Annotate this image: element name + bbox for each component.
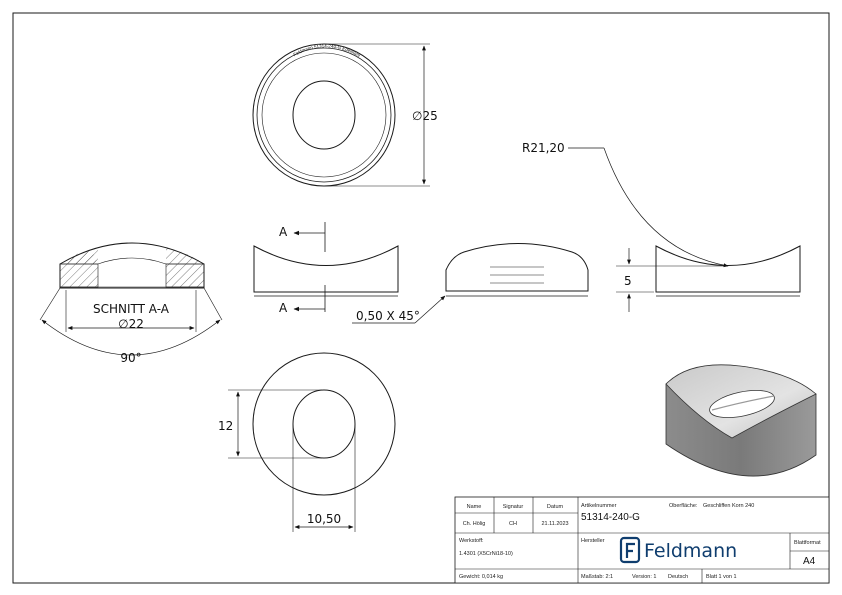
side-view: 0,50 X 45° [352,243,589,324]
bottom-view: 12 10,50 [218,352,396,532]
scale: Maßstab: 2:1 [581,574,613,580]
sheet-border [12,12,830,584]
language: Deutsch [668,574,688,580]
name-header: Name [467,504,482,510]
engraving-text: Feldmann 51314-240-G Edelstahl [292,43,361,58]
surface-label: Oberfläche: [669,503,698,509]
date-header: Datum [547,504,564,510]
height-label: 5 [624,274,632,288]
section-view: SCHNITT A-A ∅22 90° [39,242,223,365]
diameter-section-label: ∅22 [118,317,144,331]
name-value: Ch. Hölig [463,521,486,527]
front-view: A A [253,222,399,315]
date-value: 21.11.2023 [541,521,568,527]
section-marker-bottom: A [279,301,288,315]
surface-value: Geschliffen Korn 240 [703,503,754,509]
manufacturer-label: Hersteller [581,538,605,544]
top-view: Feldmann 51314-240-G Edelstahl ∅25 [252,43,438,187]
sheet-format-label: Blattformat [794,540,821,546]
right-view: R21,20 5 [522,141,801,312]
sheet-number: Blatt 1 von 1 [706,574,737,580]
isometric-render [665,364,817,477]
title-block: Name Signatur Datum Ch. Hölig CH 21.11.2… [454,496,830,584]
signature-value: CH [509,521,517,527]
section-marker-top: A [279,225,288,239]
sheet-format-value: A4 [803,556,816,567]
hole-width-label: 10,50 [307,512,341,526]
logo-text: Feldmann [644,540,737,562]
weight: Gewicht: 0,014 kg [459,574,503,580]
version: Version: 1 [632,574,656,580]
chamfer-label: 0,50 X 45° [356,309,420,323]
article-label: Artikelnummer [581,503,617,509]
material-label: Werkstoff: [459,538,484,544]
diameter-outer-label: ∅25 [412,109,438,123]
angle-label: 90° [120,351,141,365]
radius-label: R21,20 [522,141,565,155]
section-title: SCHNITT A-A [93,302,170,316]
feldmann-logo: Feldmann [619,536,737,564]
material-value: 1.4301 (X5CrNi18-10) [459,551,513,557]
signature-header: Signatur [503,504,524,510]
hole-height-label: 12 [218,419,233,433]
article-value: 51314-240-G [581,512,640,523]
